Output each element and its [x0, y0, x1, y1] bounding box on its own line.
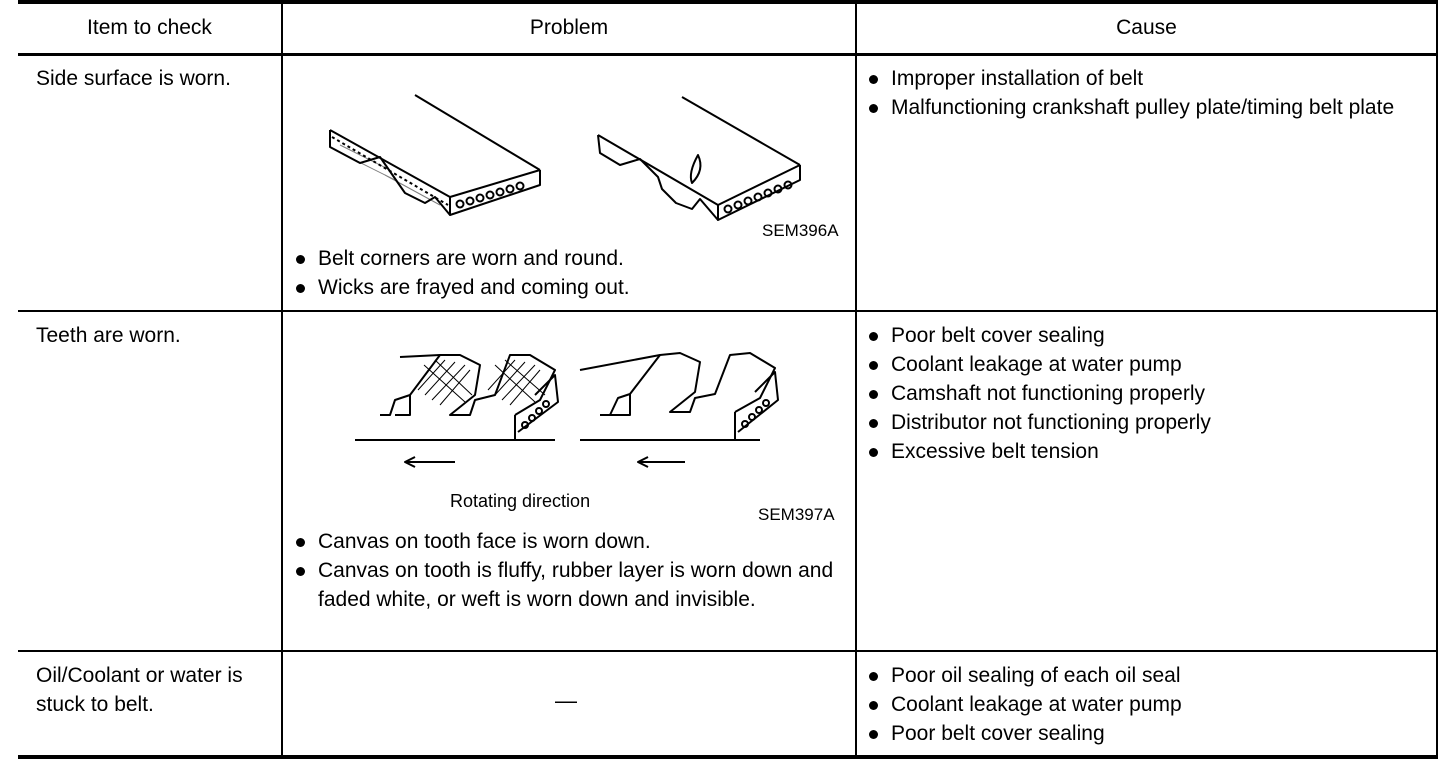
row3-problem-none: — — [555, 688, 577, 713]
row2-item: Teeth are worn. — [36, 324, 181, 347]
belt-teeth-wear-illustration — [355, 352, 779, 468]
row1-problem-list: Belt corners are worn and round. Wicks a… — [291, 244, 846, 302]
header-problem: Problem — [529, 16, 609, 39]
row1-item: Side surface is worn. — [36, 67, 231, 90]
column-divider-2 — [855, 0, 857, 759]
table-top-border — [18, 0, 1438, 4]
row2-problem-list: Canvas on tooth face is worn down. Canva… — [291, 527, 846, 614]
row2-cause-5: Excessive belt tension — [864, 437, 1424, 466]
row1-cause-list: Improper installation of belt Malfunctio… — [864, 64, 1424, 122]
figure-code-sem397a: SEM397A — [758, 505, 835, 524]
row2-cause-4: Distributor not functioning properly — [864, 408, 1424, 437]
row3-item: Oil/Coolant or water is stuck to belt. — [36, 664, 243, 716]
row1-cause-2: Malfunctioning crankshaft pulley plate/t… — [864, 93, 1424, 122]
row2-cause-3: Camshaft not functioning properly — [864, 379, 1424, 408]
column-divider-1 — [281, 0, 283, 759]
row2-bottom-border — [18, 650, 1438, 652]
row3-cause-list: Poor oil sealing of each oil seal Coolan… — [864, 661, 1424, 748]
row1-cause-1: Improper installation of belt — [864, 64, 1424, 93]
figure-code-sem396a: SEM396A — [762, 221, 839, 240]
rotating-direction-caption: Rotating direction — [450, 491, 591, 511]
row3-cause-2: Coolant leakage at water pump — [864, 690, 1424, 719]
row1-problem-2: Wicks are frayed and coming out. — [291, 273, 846, 302]
header-bottom-border — [18, 53, 1438, 56]
table-right-border — [1436, 0, 1438, 759]
row2-problem-1: Canvas on tooth face is worn down. — [291, 527, 846, 556]
row1-bottom-border — [18, 310, 1438, 312]
row2-problem-2: Canvas on tooth is fluffy, rubber layer … — [291, 556, 846, 614]
row3-cause-1: Poor oil sealing of each oil seal — [864, 661, 1424, 690]
belt-side-wear-illustration — [329, 94, 801, 221]
row1-problem-1: Belt corners are worn and round. — [291, 244, 846, 273]
row2-cause-list: Poor belt cover sealing Coolant leakage … — [864, 321, 1424, 466]
row2-cause-2: Coolant leakage at water pump — [864, 350, 1424, 379]
table-bottom-border — [18, 755, 1438, 759]
header-item-to-check: Item to check — [87, 16, 212, 39]
row3-cause-3: Poor belt cover sealing — [864, 719, 1424, 748]
row2-cause-1: Poor belt cover sealing — [864, 321, 1424, 350]
header-cause: Cause — [1116, 16, 1177, 39]
